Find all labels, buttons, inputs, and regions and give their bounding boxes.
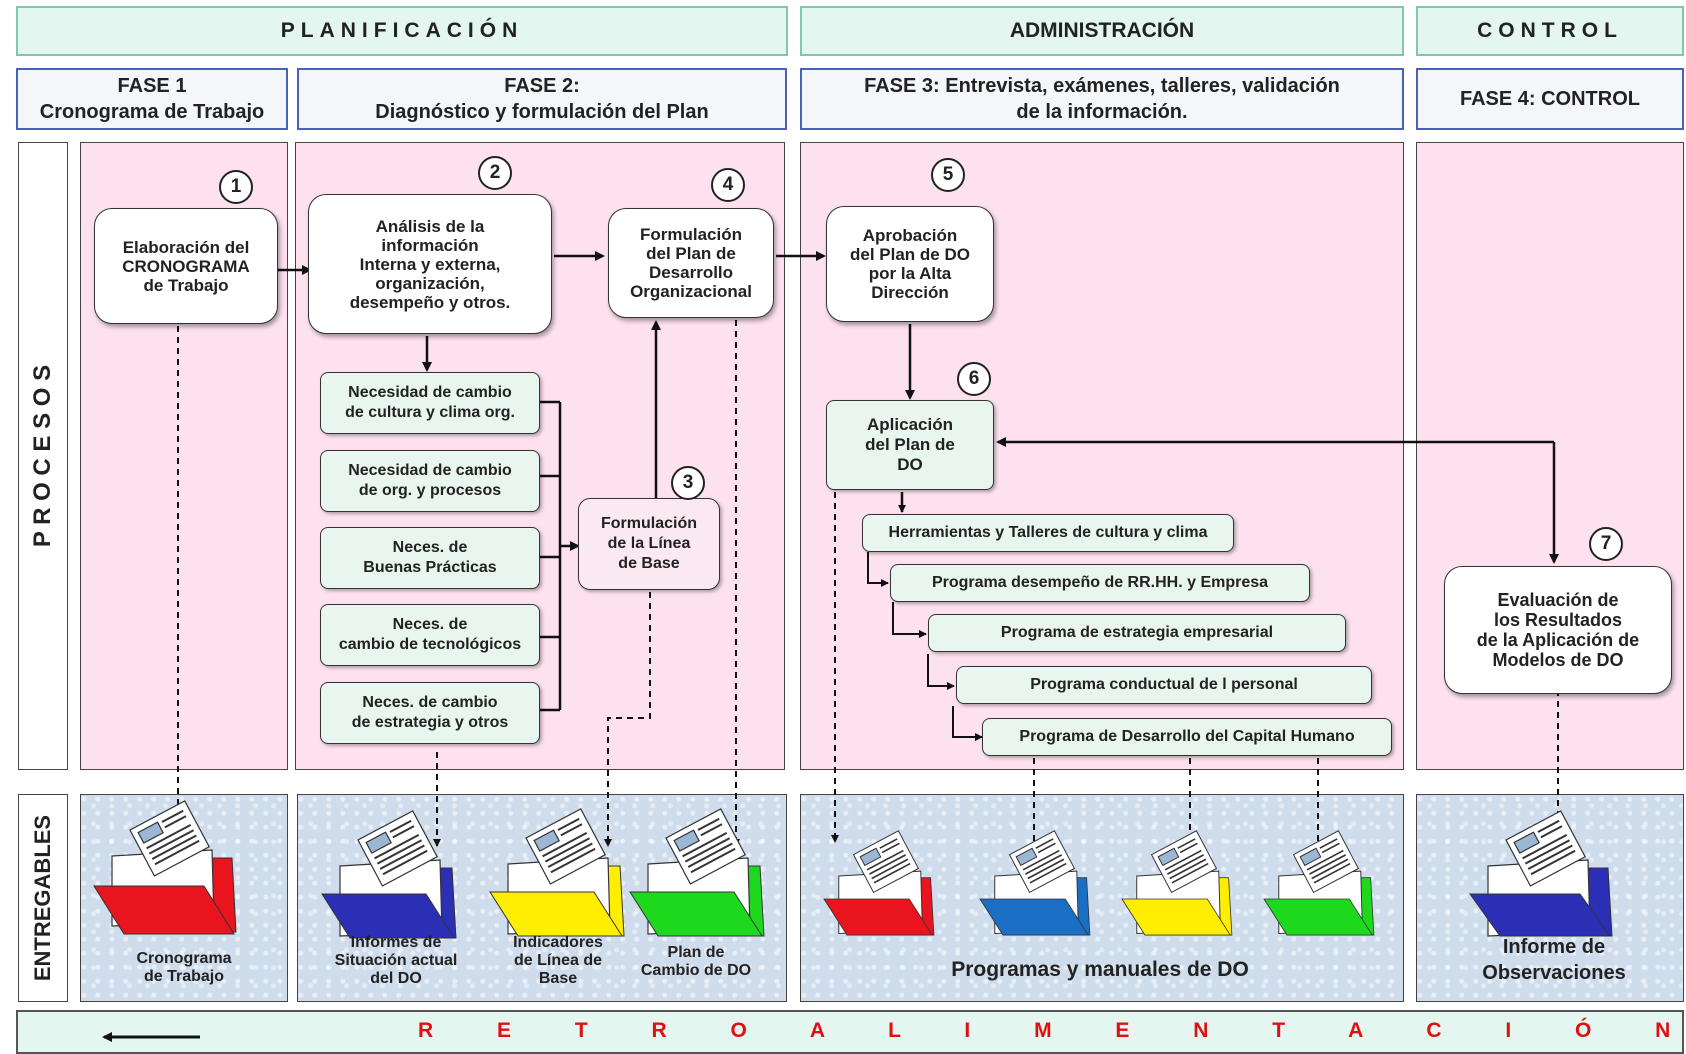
need-cultura-clima: Necesidad de cambio de cultura y clima o… xyxy=(320,372,540,434)
phase-2-title: FASE 2: Diagnóstico y formulación del Pl… xyxy=(297,68,787,130)
step-3-badge: 3 xyxy=(671,466,705,500)
step-5-badge: 5 xyxy=(931,158,965,192)
phase-3-title: FASE 3: Entrevista, exámenes, talleres, … xyxy=(800,68,1404,130)
header-control: CONTROL xyxy=(1416,6,1684,56)
program-capital-humano: Programa de Desarrollo del Capital Human… xyxy=(982,718,1392,756)
program-herramientas-talleres: Herramientas y Talleres de cultura y cli… xyxy=(862,514,1234,552)
process-aprobacion-plan: Aprobación del Plan de DO por la Alta Di… xyxy=(826,206,994,322)
header-planificacion: PLANIFICACIÓN xyxy=(16,6,788,56)
entregables-label: ENTREGABLES xyxy=(18,794,68,1002)
step-2-badge: 2 xyxy=(478,156,512,190)
deliverable-cronograma: Cronograma de Trabajo xyxy=(136,950,232,985)
step-1-badge: 1 xyxy=(219,170,253,204)
deliverable-plan-cambio: Plan de Cambio de DO xyxy=(640,944,752,979)
program-estrategia: Programa de estrategia empresarial xyxy=(928,614,1346,652)
feedback-text: R E T R O A L I M E N T A C I Ó N xyxy=(418,1019,1686,1042)
step-7-badge: 7 xyxy=(1589,527,1623,561)
deliverable-informes: Informes de Situación actual del DO xyxy=(334,934,458,987)
process-formulacion-linea-base: Formulación de la Línea de Base xyxy=(578,498,720,590)
need-org-procesos: Necesidad de cambio de org. y procesos xyxy=(320,450,540,512)
deliverable-programas: Programas y manuales de DO xyxy=(951,958,1249,981)
process-formulacion-plan: Formulación del Plan de Desarrollo Organ… xyxy=(608,208,774,318)
procesos-label: P R O C E S O S xyxy=(18,142,68,770)
deliverable-indicadores: Indicadores de Línea de Base xyxy=(513,934,603,987)
step-6-badge: 6 xyxy=(957,362,991,396)
program-desempeno: Programa desempeño de RR.HH. y Empresa xyxy=(890,564,1310,602)
phase-4-title: FASE 4: CONTROL xyxy=(1416,68,1684,130)
header-administracion: ADMINISTRACIÓN xyxy=(800,6,1404,56)
process-evaluacion-resultados: Evaluación de los Resultados de la Aplic… xyxy=(1444,566,1672,694)
feedback-bar xyxy=(16,1010,1684,1054)
entregables-text: ENTREGABLES xyxy=(30,814,55,982)
process-aplicacion-plan: Aplicación del Plan de DO xyxy=(826,400,994,490)
procesos-text: P R O C E S O S xyxy=(29,364,56,548)
deliverable-informe-observaciones: Informe de Observaciones xyxy=(1482,936,1626,984)
phase-1-title: FASE 1 Cronograma de Trabajo xyxy=(16,68,288,130)
program-conductual: Programa conductual de l personal xyxy=(956,666,1372,704)
step-4-badge: 4 xyxy=(711,168,745,202)
process-elaboracion-cronograma: Elaboración del CRONOGRAMA de Trabajo xyxy=(94,208,278,324)
need-tecnologicos: Neces. de cambio de tecnológicos xyxy=(320,604,540,666)
need-estrategia: Neces. de cambio de estrategia y otros xyxy=(320,682,540,744)
need-buenas-practicas: Neces. de Buenas Prácticas xyxy=(320,527,540,589)
process-analisis-informacion: Análisis de la información Interna y ext… xyxy=(308,194,552,334)
